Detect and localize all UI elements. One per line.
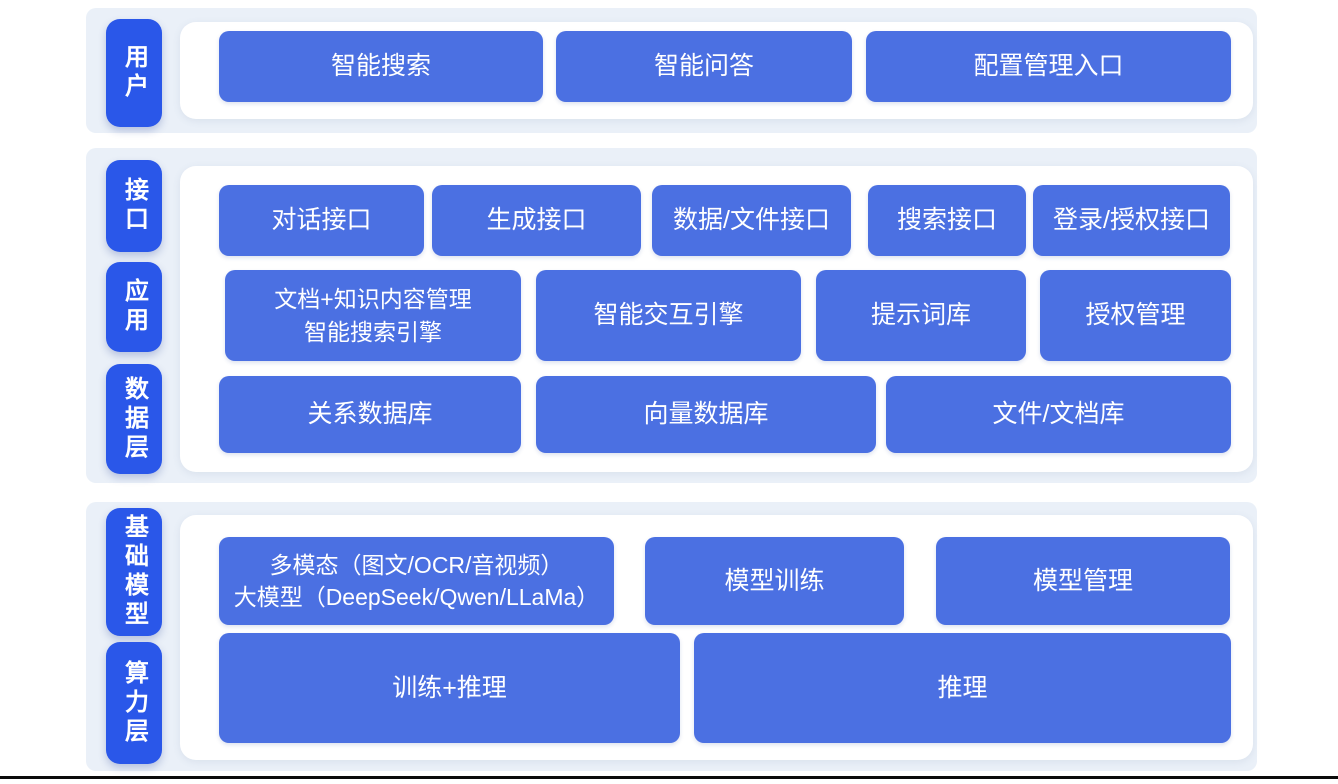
bottom-divider [0, 776, 1338, 779]
block-line-2: 大模型（DeepSeek/Qwen/LLaMa） [233, 584, 600, 610]
block-search-api: 搜索接口 [868, 185, 1026, 256]
block-prompt-library: 提示词库 [816, 270, 1026, 361]
section-foundation-compute: 基础模型 算力层 多模态（图文/OCR/音视频） 大模型（DeepSeek/Qw… [86, 502, 1257, 771]
block-doc-knowledge-search-engine: 文档+知识内容管理 智能搜索引擎 [225, 270, 521, 361]
block-auth-management: 授权管理 [1040, 270, 1231, 361]
block-smart-search: 智能搜索 [219, 31, 543, 102]
block-vector-db: 向量数据库 [536, 376, 876, 453]
block-relational-db: 关系数据库 [219, 376, 521, 453]
section-user-layer: 用户 智能搜索 智能问答 配置管理入口 [86, 8, 1257, 133]
layer-label-compute: 算力层 [106, 642, 162, 764]
block-dialog-api: 对话接口 [219, 185, 424, 256]
block-generation-api: 生成接口 [432, 185, 641, 256]
layer-label-user: 用户 [106, 19, 162, 127]
block-file-doc-db: 文件/文档库 [886, 376, 1231, 453]
block-line-1: 多模态（图文/OCR/音视频） [269, 551, 564, 578]
block-inference: 推理 [694, 633, 1231, 743]
block-model-training: 模型训练 [645, 537, 904, 625]
block-config-management-entry: 配置管理入口 [866, 31, 1231, 102]
layer-label-interface: 接口 [106, 160, 162, 252]
block-line-1: 文档+知识内容管理 [274, 286, 472, 313]
layer-label-foundation-model: 基础模型 [106, 508, 162, 636]
block-data-file-api: 数据/文件接口 [652, 185, 851, 256]
block-smart-qa: 智能问答 [556, 31, 852, 102]
block-multimodal-llm: 多模态（图文/OCR/音视频） 大模型（DeepSeek/Qwen/LLaMa） [219, 537, 614, 625]
layer-label-data: 数据层 [106, 364, 162, 474]
block-model-management: 模型管理 [936, 537, 1230, 625]
layer-label-application: 应用 [106, 262, 162, 352]
block-line-2: 智能搜索引擎 [304, 318, 442, 345]
block-login-auth-api: 登录/授权接口 [1033, 185, 1230, 256]
block-training-inference: 训练+推理 [219, 633, 680, 743]
block-interactive-engine: 智能交互引擎 [536, 270, 801, 361]
section-interface-application-data: 接口 应用 数据层 对话接口 生成接口 数据/文件接口 搜索接口 登录/授权接口… [86, 148, 1257, 483]
